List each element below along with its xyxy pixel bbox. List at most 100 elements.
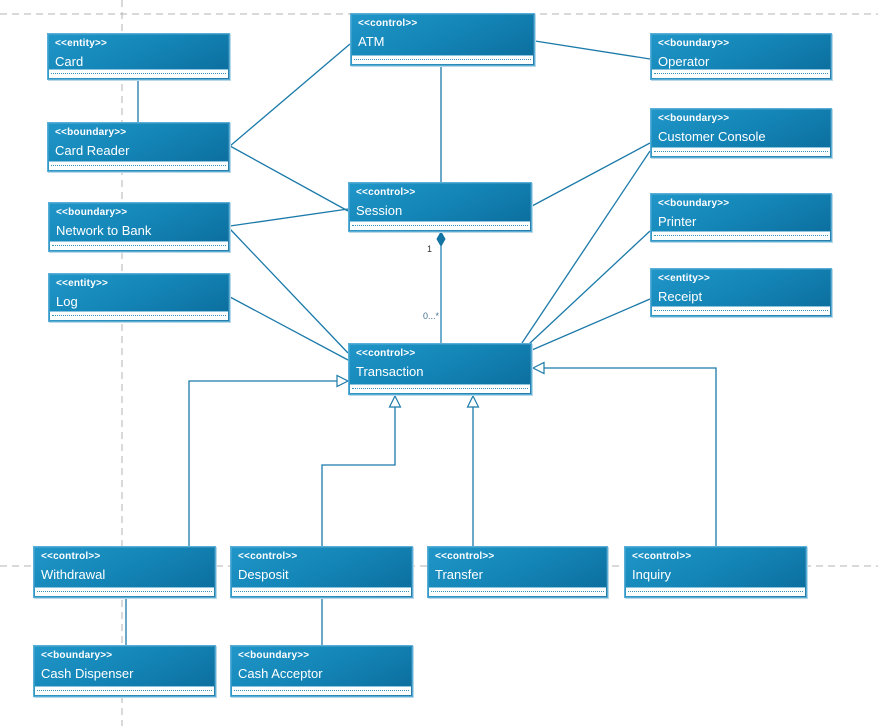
class-name: Session xyxy=(356,203,403,218)
class-attributes-compartment xyxy=(49,161,228,170)
class-attributes-compartment xyxy=(626,587,805,596)
class-header: <<control>> Session xyxy=(349,183,531,221)
class-header: <<control>> Transaction xyxy=(349,344,531,384)
class-header: <<boundary>> Cash Acceptor xyxy=(231,646,412,686)
class-header: <<entity>> Receipt xyxy=(651,269,831,306)
class-name: Card xyxy=(55,54,84,69)
class-header: <<entity>> Log xyxy=(49,274,229,311)
class-box-operator[interactable]: <<boundary>>Operator xyxy=(650,33,832,80)
class-attributes-compartment xyxy=(352,55,533,64)
class-box-receipt[interactable]: <<entity>> Receipt xyxy=(650,268,832,317)
class-attributes-compartment xyxy=(35,686,214,695)
class-stereotype: <<boundary>> xyxy=(658,113,730,124)
class-stereotype: <<control>> xyxy=(238,551,298,562)
class-header: <<boundary>> Customer Console xyxy=(651,109,831,147)
class-header: <<control>>Inquiry xyxy=(625,547,806,587)
class-name: Transaction xyxy=(356,364,424,379)
class-attributes-compartment xyxy=(429,587,606,596)
edge-cardreader-atm[interactable] xyxy=(229,43,351,147)
class-name: Network to Bank xyxy=(56,223,152,238)
class-attributes-compartment xyxy=(652,231,830,240)
class-box-network-to-bank[interactable]: <<boundary>> Network to Bank xyxy=(48,202,230,252)
class-attributes-compartment xyxy=(652,147,830,156)
class-name: Desposit xyxy=(238,567,289,582)
class-attributes-compartment xyxy=(232,686,411,695)
edge-networktobank-transaction[interactable] xyxy=(229,228,349,354)
class-attributes-compartment xyxy=(35,587,214,596)
class-header: <<entity>> Card xyxy=(48,34,229,69)
class-header: <<boundary>> Cash Dispenser xyxy=(34,646,215,686)
class-header: <<control>> Desposit xyxy=(231,547,412,587)
class-box-log[interactable]: <<entity>> Log xyxy=(48,273,230,322)
class-box-cash-acceptor[interactable]: <<boundary>> Cash Acceptor xyxy=(230,645,413,697)
class-name: Transfer xyxy=(435,567,483,582)
class-attributes-compartment xyxy=(350,221,530,230)
edge-inquiry-transaction[interactable] xyxy=(544,367,717,546)
class-box-atm[interactable]: <<control>> ATM xyxy=(350,13,535,66)
class-box-cash-dispenser[interactable]: <<boundary>> Cash Dispenser xyxy=(33,645,216,697)
generalization-arrow-icon xyxy=(466,394,480,408)
class-stereotype: <<control>> xyxy=(356,348,416,359)
class-stereotype: <<boundary>> xyxy=(658,198,730,209)
class-stereotype: <<boundary>> xyxy=(658,38,730,49)
class-stereotype: <<boundary>> xyxy=(55,127,127,138)
class-box-customer-console[interactable]: <<boundary>> Customer Console xyxy=(650,108,832,158)
class-box-transfer[interactable]: <<control>> Transfer xyxy=(427,546,608,598)
class-attributes-compartment xyxy=(49,69,228,78)
class-stereotype: <<boundary>> xyxy=(56,207,128,218)
class-stereotype: <<control>> xyxy=(358,18,418,29)
edge-log-transaction[interactable] xyxy=(229,296,349,361)
generalization-arrow-icon xyxy=(388,394,402,408)
edge-cardreader-session[interactable] xyxy=(229,145,349,212)
class-stereotype: <<control>> xyxy=(356,187,416,198)
class-attributes-compartment xyxy=(50,241,228,250)
class-name: Cash Acceptor xyxy=(238,666,323,681)
class-name: Receipt xyxy=(658,289,703,304)
class-box-card-reader[interactable]: <<boundary>> Card Reader xyxy=(47,122,230,172)
class-box-printer[interactable]: <<boundary>> Printer xyxy=(650,193,832,242)
class-name: Customer Console xyxy=(658,129,766,144)
class-header: <<control>> Transfer xyxy=(428,547,607,587)
edge-receipt-transaction[interactable] xyxy=(531,298,651,351)
class-header: <<boundary>> Network to Bank xyxy=(49,203,229,241)
class-attributes-compartment xyxy=(350,384,530,393)
class-attributes-compartment xyxy=(652,306,830,315)
class-box-withdrawal[interactable]: <<control>> Withdrawal xyxy=(33,546,216,598)
class-name: Log xyxy=(56,294,78,309)
edge-withdrawal-transaction[interactable] xyxy=(188,380,337,546)
class-stereotype: <<boundary>> xyxy=(41,650,113,661)
class-box-session[interactable]: <<control>> Session xyxy=(348,182,532,232)
class-stereotype: <<boundary>> xyxy=(238,650,310,661)
edge-networktobank-session[interactable] xyxy=(229,208,349,227)
class-header: <<control>> Withdrawal xyxy=(34,547,215,587)
class-name: Card Reader xyxy=(55,143,130,158)
class-header: <<control>> ATM xyxy=(351,14,534,55)
class-header: <<boundary>> Card Reader xyxy=(48,123,229,161)
class-name: Inquiry xyxy=(632,567,672,582)
edge-session-customerconsole[interactable] xyxy=(531,142,651,207)
class-box-inquiry[interactable]: <<control>>Inquiry xyxy=(624,546,807,598)
class-stereotype: <<entity>> xyxy=(658,273,711,284)
class-name: Printer xyxy=(658,214,697,229)
class-stereotype: <<control>> xyxy=(41,551,101,562)
class-attributes-compartment xyxy=(652,69,830,78)
class-name: ATM xyxy=(358,34,385,49)
class-stereotype: <<entity>> xyxy=(55,38,108,49)
generalization-arrow-icon xyxy=(336,374,350,388)
class-name: Cash Dispenser xyxy=(41,666,134,681)
aggregation-diamond-icon xyxy=(436,230,446,248)
class-name: Withdrawal xyxy=(41,567,106,582)
edge-desposit-transaction[interactable] xyxy=(321,407,396,546)
generalization-arrow-icon xyxy=(531,361,545,375)
edge-atm-operator[interactable] xyxy=(534,40,651,60)
class-box-transaction[interactable]: <<control>> Transaction xyxy=(348,343,532,395)
class-header: <<boundary>> Printer xyxy=(651,194,831,231)
class-box-card[interactable]: <<entity>> Card xyxy=(47,33,230,80)
edge-printer-transaction[interactable] xyxy=(528,230,651,345)
class-stereotype: <<entity>> xyxy=(56,278,109,289)
class-stereotype: <<control>> xyxy=(435,551,495,562)
class-box-desposit[interactable]: <<control>> Desposit xyxy=(230,546,413,598)
edge-customerconsole-transaction[interactable] xyxy=(521,150,651,344)
